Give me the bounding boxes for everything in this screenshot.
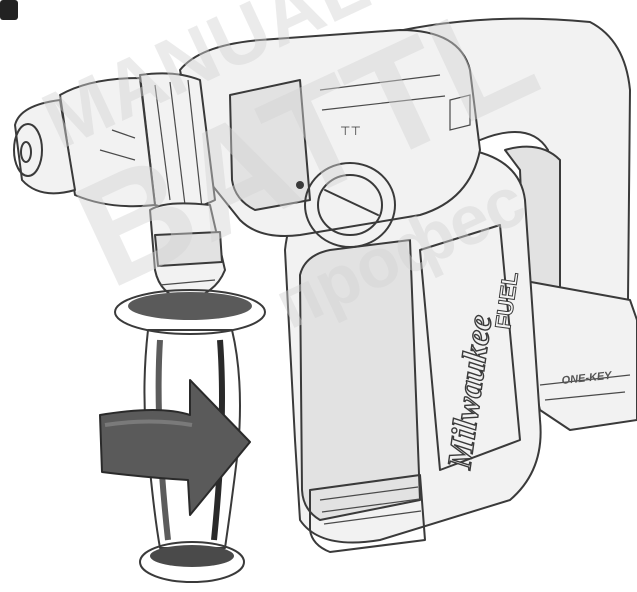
handle-mount xyxy=(149,202,226,301)
gearbox-housing: ⊤⊤ xyxy=(179,29,481,248)
fuel-label: FUEL xyxy=(490,270,523,330)
motor-housing: Milwaukee FUEL ONE-KEY xyxy=(284,17,637,553)
svg-text:⊤⊤: ⊤⊤ xyxy=(340,124,361,138)
rotation-arrow xyxy=(99,379,251,516)
one-key-label: ONE-KEY xyxy=(561,370,614,387)
corner-badge xyxy=(0,0,18,20)
